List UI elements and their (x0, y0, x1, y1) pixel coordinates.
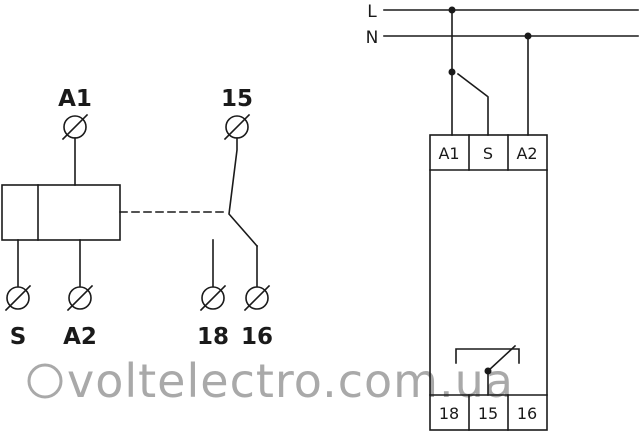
terminal-slash-18 (199, 284, 227, 312)
terminal-slash-s (4, 284, 32, 312)
terminal-slash-16 (243, 284, 271, 312)
device-terminal-a1: A1 (438, 144, 459, 163)
label-a1: A1 (58, 86, 92, 112)
watermark: voltelectro.com.ua (27, 354, 514, 408)
label-18: 18 (197, 324, 229, 350)
connection-schematic: L N A1 S A2 (366, 2, 639, 431)
label-line-n: N (366, 28, 379, 48)
device-terminal-18: 18 (439, 404, 459, 423)
output-contact-frame (455, 348, 520, 364)
label-16: 16 (241, 324, 273, 350)
device-body (429, 134, 548, 431)
device-terminal-16: 16 (517, 404, 537, 423)
junction-dot-switch (448, 68, 456, 76)
relay-coil-box (1, 184, 121, 241)
device-terminal-a2: A2 (516, 144, 537, 163)
label-s: S (10, 324, 27, 350)
device-terminal-s: S (483, 144, 493, 163)
changeover-blade (228, 137, 259, 248)
terminal-slash-a1 (61, 113, 89, 141)
terminal-slash-a2 (66, 284, 94, 312)
internal-schematic: A1 15 S (1, 86, 273, 350)
watermark-logo-circle (27, 363, 63, 399)
label-a2: A2 (63, 324, 97, 350)
label-15: 15 (221, 86, 253, 112)
output-contact-blade (486, 344, 517, 373)
label-line-l: L (367, 2, 377, 22)
terminal-slash-15 (223, 113, 251, 141)
device-terminal-15: 15 (478, 404, 498, 423)
watermark-text: voltelectro.com.ua (67, 354, 514, 408)
external-switch-blade (456, 72, 489, 98)
